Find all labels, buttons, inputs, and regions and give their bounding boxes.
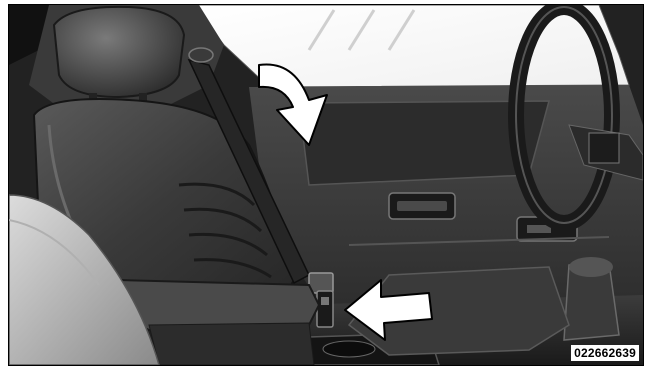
ignition — [589, 133, 619, 163]
belt-upper-anchor — [189, 48, 213, 62]
window-switch-button — [527, 225, 551, 233]
buckle-release — [321, 297, 329, 305]
armrest-base — [149, 323, 314, 365]
seatbelt-illustration: 022662639 — [8, 4, 644, 366]
seat-headrest — [54, 7, 184, 97]
figure-code-label: 022662639 — [571, 345, 639, 361]
door-handle-grip — [397, 201, 447, 211]
cup-holder-well — [323, 341, 375, 357]
shifter-knob — [569, 257, 613, 277]
belt-buckle — [317, 291, 333, 327]
interior-scene — [9, 5, 643, 365]
